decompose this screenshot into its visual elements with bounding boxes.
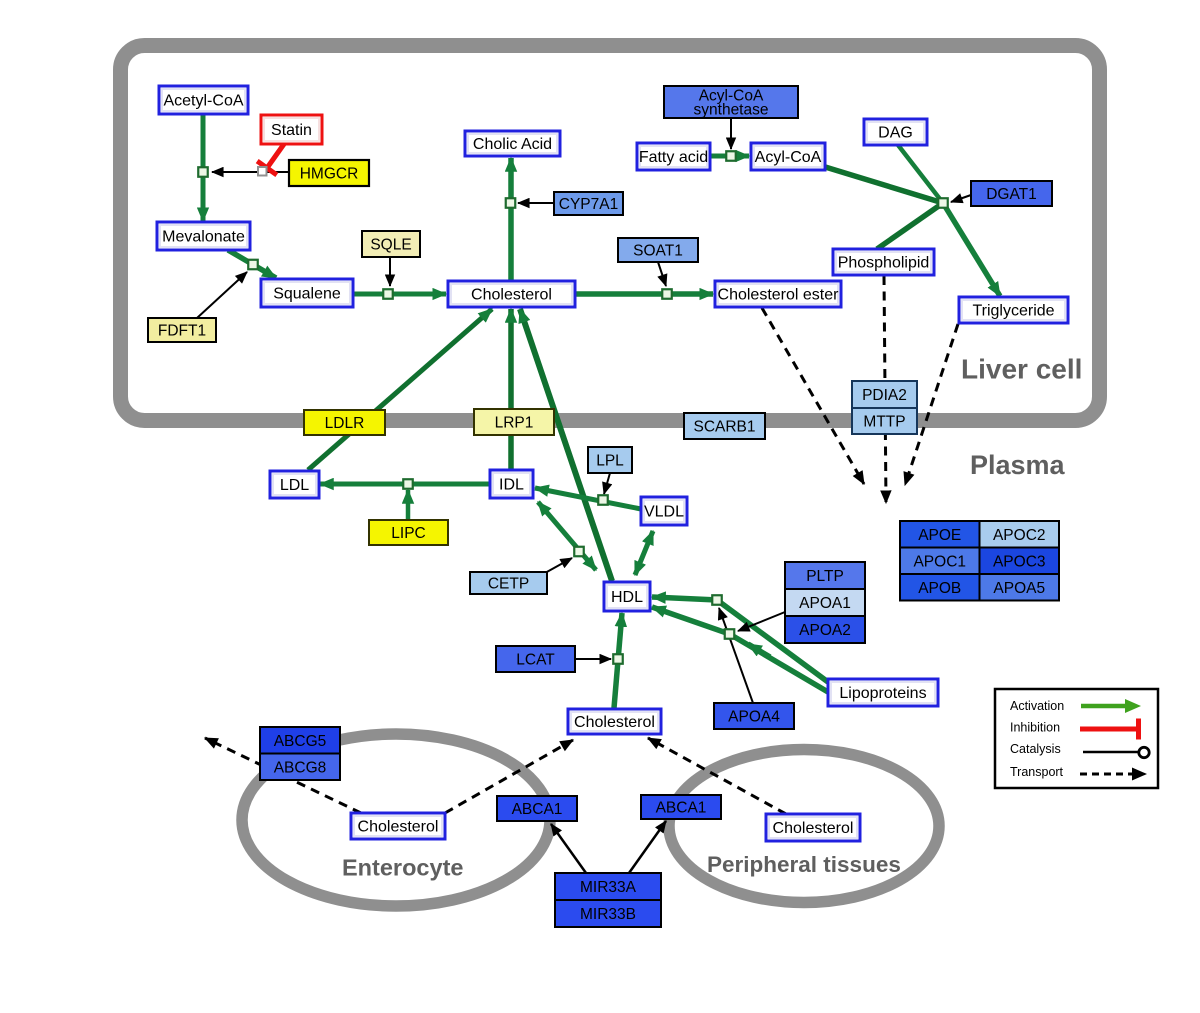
svg-text:Peripheral tissues: Peripheral tissues [707, 852, 901, 877]
svg-text:APOC1: APOC1 [913, 553, 966, 570]
svg-text:IDL: IDL [499, 477, 524, 494]
svg-text:ABCA1: ABCA1 [656, 800, 707, 817]
svg-text:LPL: LPL [596, 453, 624, 470]
svg-text:HMGCR: HMGCR [300, 166, 359, 183]
svg-text:APOA1: APOA1 [799, 595, 851, 612]
svg-text:VLDL: VLDL [644, 504, 684, 521]
svg-text:MIR33B: MIR33B [580, 906, 636, 923]
svg-text:LDLR: LDLR [325, 415, 365, 432]
svg-text:SCARB1: SCARB1 [693, 419, 755, 436]
svg-text:Enterocyte: Enterocyte [342, 855, 463, 881]
svg-text:Cholesterol: Cholesterol [574, 714, 655, 731]
svg-text:MTTP: MTTP [863, 414, 905, 431]
svg-text:ABCG8: ABCG8 [274, 759, 327, 776]
svg-text:SQLE: SQLE [370, 237, 411, 254]
svg-text:Acyl-CoA: Acyl-CoA [699, 88, 764, 105]
svg-text:APOA5: APOA5 [993, 580, 1045, 597]
svg-text:ABCA1: ABCA1 [512, 801, 563, 818]
svg-text:HDL: HDL [611, 589, 643, 606]
svg-text:Lipoproteins: Lipoproteins [839, 685, 926, 702]
svg-text:Cholesterol: Cholesterol [358, 819, 439, 836]
svg-text:Squalene: Squalene [273, 286, 341, 303]
svg-text:Cholic Acid: Cholic Acid [473, 136, 552, 153]
svg-text:LIPC: LIPC [391, 525, 425, 542]
svg-text:Activation: Activation [1010, 699, 1064, 713]
svg-text:Acyl-CoA: Acyl-CoA [755, 149, 822, 166]
svg-text:FDFT1: FDFT1 [158, 323, 206, 340]
svg-text:Acetyl-CoA: Acetyl-CoA [163, 93, 243, 110]
svg-text:Cholesterol: Cholesterol [773, 820, 854, 837]
svg-text:LRP1: LRP1 [495, 415, 534, 432]
svg-text:SOAT1: SOAT1 [633, 243, 683, 260]
svg-text:Phospholipid: Phospholipid [838, 255, 930, 272]
svg-text:PLTP: PLTP [806, 568, 844, 585]
svg-text:APOA2: APOA2 [799, 622, 851, 639]
svg-text:PDIA2: PDIA2 [862, 387, 907, 404]
svg-text:LCAT: LCAT [516, 652, 555, 669]
svg-text:APOC3: APOC3 [993, 553, 1046, 570]
svg-text:Triglyceride: Triglyceride [972, 303, 1054, 320]
svg-text:APOC2: APOC2 [993, 527, 1046, 544]
svg-text:LDL: LDL [280, 477, 309, 494]
svg-text:Mevalonate: Mevalonate [162, 229, 245, 246]
svg-text:Transport: Transport [1010, 765, 1064, 779]
svg-text:DAG: DAG [878, 125, 913, 142]
svg-text:CETP: CETP [488, 576, 529, 593]
svg-text:Statin: Statin [271, 122, 312, 139]
svg-text:Liver cell: Liver cell [961, 354, 1082, 385]
svg-text:MIR33A: MIR33A [580, 879, 637, 896]
svg-text:APOB: APOB [918, 580, 961, 597]
svg-text:Cholesterol: Cholesterol [471, 287, 552, 304]
svg-text:Plasma: Plasma [970, 450, 1066, 480]
svg-text:ABCG5: ABCG5 [274, 733, 327, 750]
svg-text:APOE: APOE [918, 527, 961, 544]
svg-text:CYP7A1: CYP7A1 [559, 196, 618, 213]
svg-text:DGAT1: DGAT1 [986, 186, 1037, 203]
svg-text:synthetase: synthetase [694, 102, 769, 119]
svg-text:Inhibition: Inhibition [1010, 721, 1060, 735]
svg-text:Fatty acid: Fatty acid [639, 149, 708, 166]
svg-text:Cholesterol ester: Cholesterol ester [718, 287, 840, 304]
svg-text:APOA4: APOA4 [728, 709, 780, 726]
svg-text:Catalysis: Catalysis [1010, 742, 1061, 756]
